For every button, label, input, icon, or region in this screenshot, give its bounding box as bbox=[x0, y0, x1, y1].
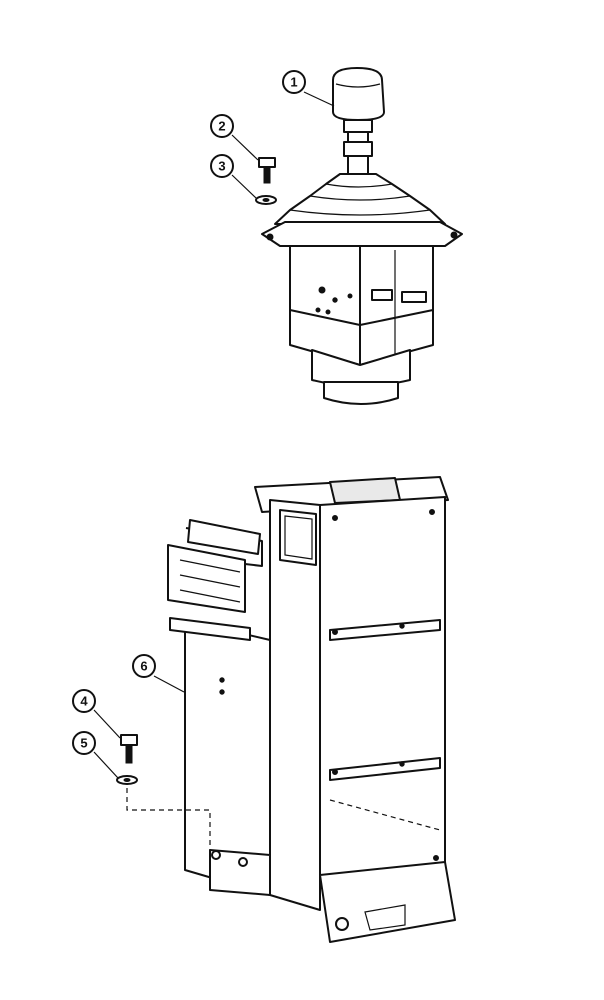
callout-2: 2 bbox=[210, 114, 234, 138]
leader-4 bbox=[93, 709, 121, 739]
boot-fold-2 bbox=[309, 195, 411, 201]
plate-hole-left bbox=[266, 233, 274, 241]
callout-2-label: 2 bbox=[218, 119, 225, 134]
side-hole-1 bbox=[219, 677, 225, 683]
side-hole-2 bbox=[219, 689, 225, 695]
strap-hole-2 bbox=[399, 761, 405, 767]
base-hole-3 bbox=[238, 857, 248, 867]
leader-6 bbox=[153, 675, 185, 693]
corner-bolt-4 bbox=[332, 769, 338, 775]
side-lower-flange bbox=[169, 617, 251, 641]
washer-upper-hole bbox=[262, 198, 270, 202]
joystick-knob bbox=[332, 67, 385, 121]
callout-5: 5 bbox=[72, 731, 96, 755]
callout-3: 3 bbox=[210, 154, 234, 178]
callout-5-circle bbox=[72, 731, 96, 755]
body-hole-5 bbox=[347, 293, 353, 299]
shaft-neck bbox=[347, 131, 369, 143]
console-housing bbox=[167, 476, 456, 943]
base-foot-left bbox=[209, 849, 271, 896]
base-hole-1 bbox=[335, 917, 349, 931]
base-plate-right bbox=[319, 861, 456, 943]
callout-1-label: 1 bbox=[290, 75, 297, 90]
callout-4-label: 4 bbox=[80, 694, 88, 709]
interior-edge bbox=[329, 799, 441, 831]
joystick-assembly bbox=[261, 67, 463, 405]
assembly-path-line bbox=[126, 788, 211, 850]
housing-top-opening bbox=[329, 477, 401, 504]
shaft-collar-lower bbox=[343, 141, 373, 157]
callout-6-circle bbox=[132, 654, 156, 678]
screw-washer-lower bbox=[116, 734, 211, 850]
connector-lip bbox=[323, 381, 399, 405]
callout-1-circle bbox=[282, 70, 306, 94]
callout-2-circle bbox=[210, 114, 234, 138]
cross-strap-1 bbox=[329, 619, 441, 641]
body-hole-2 bbox=[332, 297, 338, 303]
screw-head-upper bbox=[258, 157, 276, 168]
screw-shank-upper bbox=[263, 166, 271, 184]
shaft-stem bbox=[347, 155, 369, 175]
callout-1: 1 bbox=[282, 70, 306, 94]
base-hole-2 bbox=[211, 850, 221, 860]
boot-fold-1 bbox=[325, 183, 393, 188]
screw-head-lower bbox=[120, 734, 138, 746]
boot-fold-3 bbox=[289, 209, 431, 216]
callout-5-label: 5 bbox=[80, 736, 87, 751]
front-panel-window bbox=[279, 509, 317, 566]
corner-bolt-5 bbox=[433, 855, 439, 861]
body-left-face bbox=[289, 245, 361, 366]
body-slot-1 bbox=[371, 289, 393, 301]
knob-band bbox=[335, 83, 381, 88]
callout-6-label: 6 bbox=[140, 659, 147, 674]
leader-2 bbox=[231, 134, 259, 161]
corner-bolt-3 bbox=[332, 629, 338, 635]
callout-4: 4 bbox=[72, 689, 96, 713]
bracket-handle bbox=[187, 519, 261, 555]
body-slot-2 bbox=[401, 291, 427, 303]
body-hole-4 bbox=[325, 309, 331, 315]
front-panel-window-inner bbox=[284, 515, 313, 560]
callout-3-label: 3 bbox=[218, 159, 225, 174]
rubber-boot bbox=[274, 173, 446, 225]
strap-hole-1 bbox=[399, 623, 405, 629]
callout-3-circle bbox=[210, 154, 234, 178]
corner-bolt-2 bbox=[429, 509, 435, 515]
housing-right-face bbox=[319, 496, 446, 889]
side-bracket bbox=[167, 544, 246, 613]
body-hole-3 bbox=[315, 307, 321, 313]
screw-washer-upper bbox=[255, 157, 277, 205]
shaft-collar-upper bbox=[343, 119, 373, 133]
base-cutout bbox=[364, 904, 406, 931]
body-seam bbox=[289, 309, 434, 326]
plate-hole-right bbox=[450, 231, 458, 239]
leader-5 bbox=[93, 751, 119, 779]
mounting-plate bbox=[261, 221, 463, 247]
bracket-slots bbox=[179, 559, 241, 603]
callout-4-circle bbox=[72, 689, 96, 713]
screw-shank-lower bbox=[125, 744, 133, 764]
washer-lower-hole bbox=[123, 778, 131, 782]
body-right-face bbox=[359, 245, 434, 366]
body-hole-1 bbox=[318, 286, 326, 294]
leader-1 bbox=[303, 91, 335, 107]
leader-3 bbox=[231, 174, 257, 199]
corner-bolt-1 bbox=[332, 515, 338, 521]
callout-6: 6 bbox=[132, 654, 156, 678]
